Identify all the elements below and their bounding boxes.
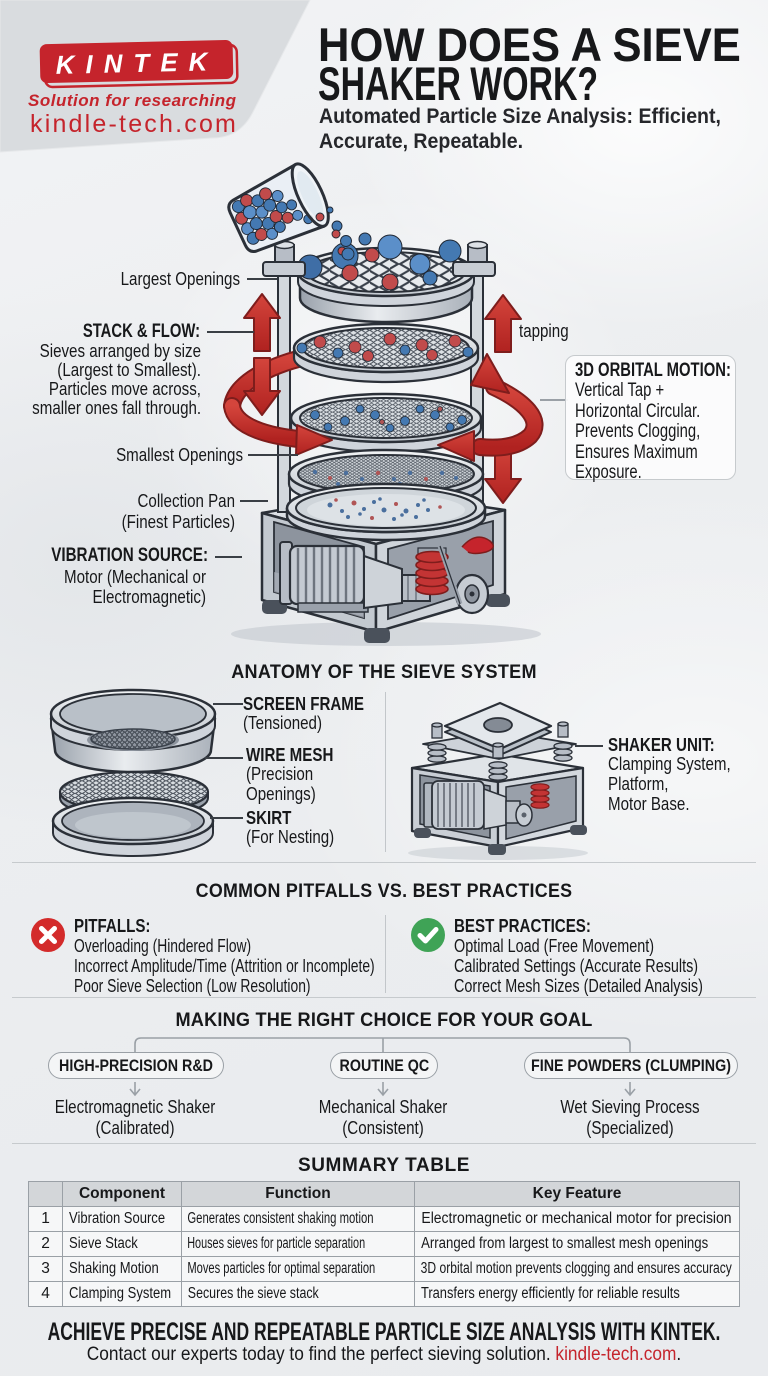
svg-text:KINTEK: KINTEK — [55, 46, 218, 80]
